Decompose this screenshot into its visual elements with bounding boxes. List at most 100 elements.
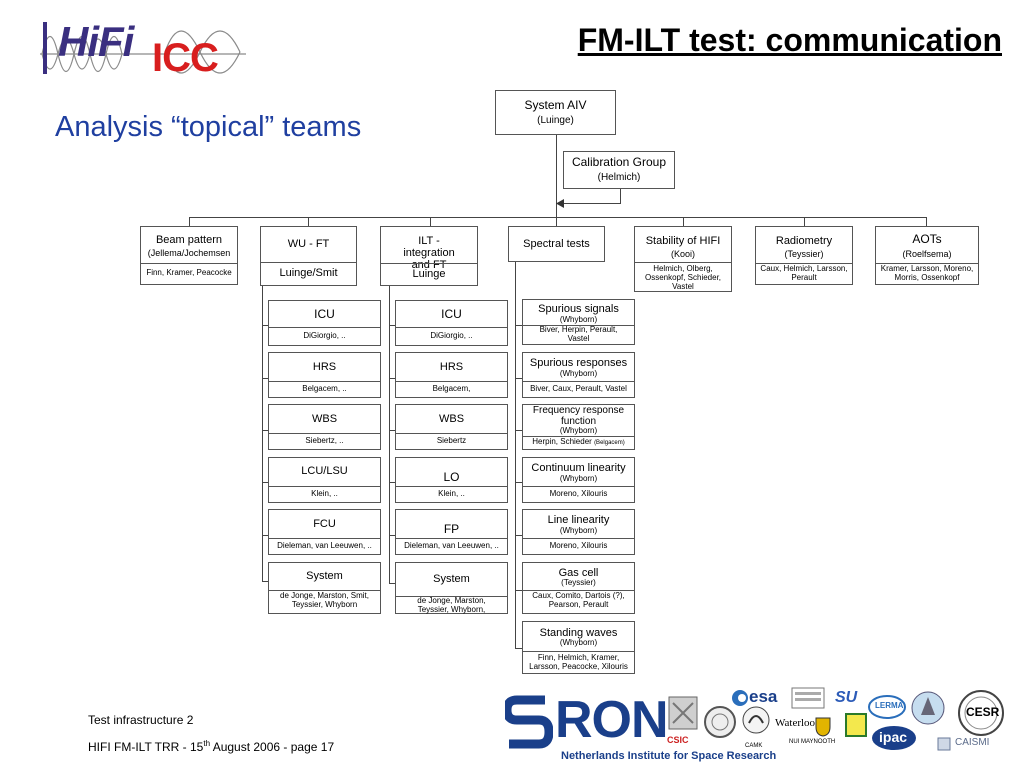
nui-logo: NUI MAYNOOTH <box>789 739 849 753</box>
su-logo: SU <box>791 687 861 711</box>
stability-box: Stability of HIFI (Kooi) Helmich, Olberg… <box>634 226 732 292</box>
divider <box>635 262 731 263</box>
box-subtitle: (Roelfsema) <box>902 249 952 259</box>
nui-text: NUI MAYNOOTH <box>789 739 836 745</box>
logo-icc-text: ICC <box>152 36 219 80</box>
beam-pattern-box: Beam pattern (Jellema/Jochemsen Finn, Kr… <box>140 226 238 285</box>
wu-wbs-box: WBS Siebertz, .. <box>268 404 381 450</box>
divider <box>756 263 852 264</box>
box-title: Calibration Group <box>571 155 667 169</box>
box-members: Belgacem, .. <box>302 384 347 393</box>
box-members: Caux, Comito, Dartois (?), Pearson, Pera… <box>532 591 625 609</box>
divider <box>523 651 634 652</box>
connector <box>515 535 522 536</box>
divider <box>269 538 380 539</box>
cesr-text: CESR <box>966 705 1000 719</box>
box-title: HRS <box>439 361 464 373</box>
connector <box>189 217 190 226</box>
connector <box>262 325 268 326</box>
wu-icu-box: ICU DiGiorgio, .. <box>268 300 381 346</box>
box-members: Helmich, Olberg, Ossenkopf, Schieder, Va… <box>644 264 722 291</box>
partner-logos: CSIC CAMK esa Waterloo NUI MAYNOOTH SU L… <box>665 685 1015 765</box>
connector <box>620 189 621 203</box>
connector <box>389 482 395 483</box>
connector <box>262 482 268 483</box>
connector <box>262 430 268 431</box>
box-title: WBS <box>438 413 465 425</box>
yellow-emblem <box>845 713 867 737</box>
box-title: Stability of HIFI <box>645 235 721 247</box>
wu-hrs-box: HRS Belgacem, .. <box>268 352 381 398</box>
csic-logo: CSIC <box>665 695 701 745</box>
connector <box>562 203 621 204</box>
connector <box>262 378 268 379</box>
waterloo-shield <box>815 717 831 737</box>
divider <box>261 262 356 263</box>
footer-text-end: August 2006 - page 17 <box>210 740 335 754</box>
connector <box>515 325 522 326</box>
divider <box>141 263 237 264</box>
box-members: de Jonge, Marston, Smit, Teyssier, Whybo… <box>280 591 369 609</box>
system-aiv-box: System AIV (Luinge) <box>495 90 616 135</box>
box-title: LO <box>443 470 460 484</box>
divider <box>523 590 634 591</box>
lerma-text: LERMA <box>875 701 904 710</box>
divider <box>396 381 507 382</box>
box-subtitle: (Helmich) <box>597 172 641 183</box>
emblem-icon <box>845 713 867 737</box>
divider <box>523 486 634 487</box>
box-title: ILT - integration and FT <box>403 235 455 272</box>
box-members: Biver, Herpin, Perault, Vastel <box>539 325 618 343</box>
lerma-logo: LERMA <box>867 693 907 721</box>
connector <box>515 590 522 591</box>
footer-text: HIFI FM-ILT TRR - 15 <box>88 740 204 754</box>
spurious-signals-box: Spurious signals (Whyborn) Biver, Herpin… <box>522 299 635 345</box>
members-text: Herpin, Schieder <box>532 437 592 446</box>
divider <box>269 327 380 328</box>
box-members: Herpin, Schieder (Belgacem) <box>523 437 634 447</box>
cesr-logo: CESR <box>957 689 1007 739</box>
connector <box>389 583 395 584</box>
box-title: FCU <box>313 518 336 530</box>
divider <box>269 486 380 487</box>
members-note: (Belgacem) <box>594 440 625 446</box>
esa-text: esa <box>749 687 778 706</box>
connector <box>389 378 395 379</box>
connector <box>926 217 927 226</box>
caismi-logo: CAISMI <box>937 735 1011 753</box>
box-subtitle: (Whyborn) <box>559 426 598 435</box>
divider <box>269 381 380 382</box>
line-linearity-box: Line linearity (Whyborn) Moreno, Xilouri… <box>522 509 635 555</box>
wu-system-box: System de Jonge, Marston, Smit, Teyssier… <box>268 562 381 614</box>
connector <box>556 135 557 217</box>
esa-swirl-icon <box>732 690 748 706</box>
divider <box>523 436 634 437</box>
ipac-logo: ipac <box>871 725 917 751</box>
ilt-fp-box: FP Dieleman, van Leeuwen, .. <box>395 509 508 555</box>
observatory-seal-icon <box>911 691 945 725</box>
box-title: System <box>306 570 343 582</box>
connector <box>683 217 684 226</box>
divider <box>523 381 634 382</box>
wu-lcu-box: LCU/LSU Klein, .. <box>268 457 381 503</box>
box-members: Belgacem, <box>432 384 471 393</box>
connector <box>515 482 522 483</box>
box-subtitle: (Luinge) <box>537 115 574 126</box>
box-subtitle: (Teyssier) <box>784 249 824 259</box>
connector <box>515 648 522 649</box>
box-title: AOTs <box>912 232 942 246</box>
caismi-text: CAISMI <box>955 737 990 748</box>
ilt-hrs-box: HRS Belgacem, <box>395 352 508 398</box>
box-members: Moreno, Xilouris <box>549 489 608 498</box>
box-subtitle: (Teyssier) <box>561 578 596 587</box>
connector <box>430 217 431 226</box>
camk-emblem-icon <box>742 706 770 734</box>
box-members: Siebertz, .. <box>305 436 344 445</box>
sron-logo: RON Netherlands Institute for Space Rese… <box>505 691 785 766</box>
box-title: FP <box>443 522 460 536</box>
box-title: ICU <box>441 307 462 321</box>
divider <box>523 538 634 539</box>
frequency-response-box: Frequency response function (Whyborn) He… <box>522 404 635 450</box>
divider <box>396 486 507 487</box>
box-title: Radiometry <box>775 235 833 247</box>
